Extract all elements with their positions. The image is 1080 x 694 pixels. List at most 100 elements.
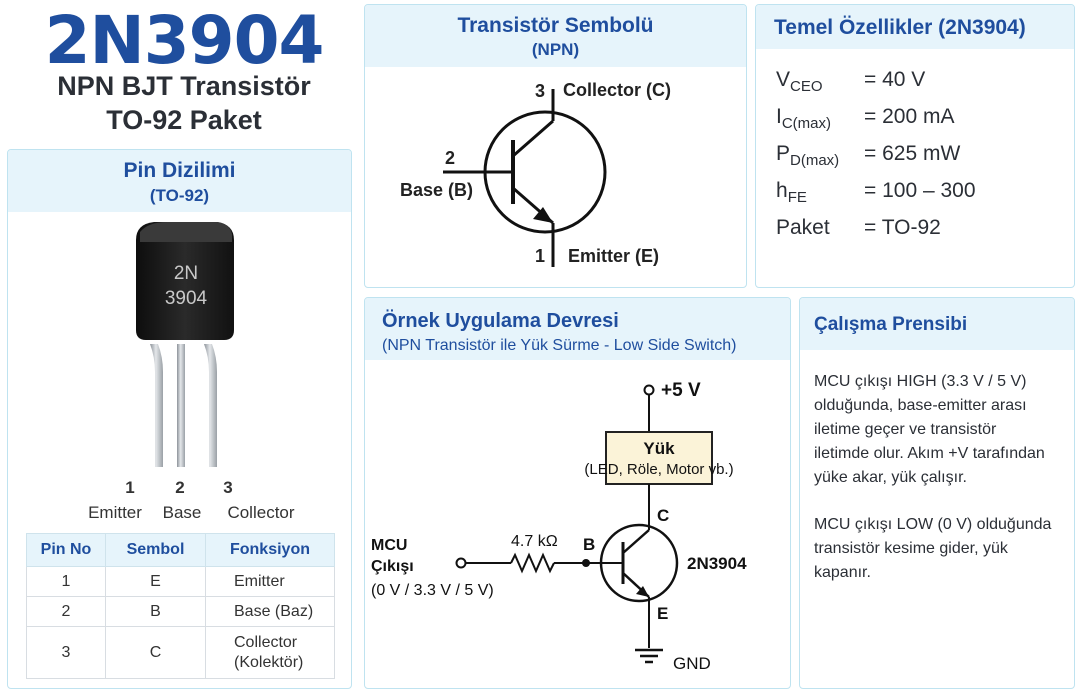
spec-value: = 100 – 300 [864,179,976,202]
emitter-arrow [533,207,553,223]
principle-line: kapanır. [814,564,871,581]
principle-panel-title: Çalışma Prensibi [814,314,968,335]
collector-label: Collector (C) [563,80,671,100]
pin-table-header-symbol: Sembol [105,533,206,567]
collector-diagonal [512,119,554,158]
pin-number: 3 [26,626,106,679]
spec-symbol: P [776,142,791,165]
circuit-collector-diagonal [622,529,650,554]
load-description: (LED, Röle, Motor vb.) [584,461,733,478]
spec-subscript: FE [787,189,807,207]
table-row: 3 C Collector (Kolektör) [26,626,335,679]
circuit-panel-title: Örnek Uygulama Devresi [382,310,619,332]
principle-line: iletime geçer ve transistör [814,421,997,438]
principle-paragraph-high: MCU çıkışı HIGH (3.3 V / 5 V) olduğunda,… [814,370,1045,490]
spec-subscript: CEO [790,78,823,96]
spec-symbol: h [776,179,788,202]
table-row: 1 E Emitter [26,566,335,597]
transistor-body [136,222,234,340]
collector-leg [204,344,217,467]
spec-value: = 40 V [864,68,926,91]
base-junction-dot [582,559,590,567]
leg-number-1: 1 [125,478,135,497]
input-label-line2: Çıkışı [371,558,414,575]
leg-name-emitter: Emitter [88,503,142,522]
pinout-panel-subtitle: (TO-92) [149,186,210,205]
pin-function-line2: (Kolektör) [234,653,304,671]
principle-line: transistör kesime gider, yük [814,540,1008,557]
base-leg [177,344,185,467]
package-marking-line2: 3904 [165,288,208,309]
pinout-panel-title: Pin Dizilimi [123,159,236,182]
transistor-top [140,222,232,242]
symbol-panel-header [365,5,746,67]
leg-name-collector: Collector [227,503,295,522]
circuit-panel: Örnek Uygulama Devresi (NPN Transistör i… [364,297,791,689]
to92-package-illustration: 2N 3904 [136,222,234,467]
part-type-title: NPN BJT Transistör [57,71,311,101]
principle-line: olduğunda, base-emitter arası [814,397,1027,414]
low-side-switch-circuit: +5 V Yük (LED, Röle, Motor vb.) C 2N3904… [371,380,747,673]
circuit-emitter-arrow [636,586,649,597]
supply-terminal [643,384,655,396]
spec-vceo: VCEO = 40 V [776,68,925,96]
principle-line: iletimde olur. Akım +V tarafından [814,445,1045,462]
principle-panel-header [800,298,1074,350]
emitter-label: Emitter (E) [568,246,659,266]
principle-paragraph-low: MCU çıkışı LOW (0 V) olduğunda transistö… [814,513,1051,585]
ground-label: GND [673,654,711,673]
pin-symbol: C [105,626,206,679]
spec-package: Paket = TO-92 [776,216,941,240]
spec-ic-max: IC(max) = 200 mA [776,105,954,133]
spec-subscript: C(max) [781,115,832,133]
pin-table-header-pin: Pin No [26,533,106,567]
part-number-title: 2N3904 [44,2,325,79]
collector-node-label: C [657,506,669,525]
base-label: Base (B) [400,180,473,200]
package-marking-line1: 2N [174,263,198,284]
spec-pd-max: PD(max) = 625 mW [776,142,960,169]
spec-value: = 200 mA [864,105,955,128]
symbol-panel-title: Transistör Sembolü [457,14,654,37]
pinout-panel: Pin Dizilimi (TO-92) 2N 3904 1 2 3 Emitt… [7,149,352,689]
leg-number-2: 2 [175,478,185,497]
pin-function-line1: Collector [234,633,298,651]
emitter-node-label: E [657,604,668,623]
input-levels: (0 V / 3.3 V / 5 V) [371,582,494,599]
principle-line: MCU çıkışı HIGH (3.3 V / 5 V) [814,373,1027,390]
pin-symbol: E [105,566,206,597]
load-box [605,431,713,485]
base-resistor [510,552,555,574]
npn-symbol: 3 Collector (C) 2 Base (B) 1 Emitter (E) [400,80,671,267]
spec-symbol: Paket [776,216,830,239]
pin-number: 1 [26,566,106,597]
principle-line: yüke akar, yük çalışır. [814,469,967,486]
principle-panel: Çalışma Prensibi MCU çıkışı HIGH (3.3 V … [799,297,1075,689]
circuit-panel-subtitle: (NPN Transistör ile Yük Sürme - Low Side… [382,337,737,354]
pin-number: 2 [26,596,106,627]
collector-pin-number: 3 [535,81,545,101]
resistor-label: 4.7 kΩ [511,533,558,550]
spec-hfe: hFE = 100 – 300 [776,179,976,207]
pin-function: Collector (Kolektör) [205,626,335,679]
pin-function: Base (Baz) [205,596,335,627]
spec-symbol: I [776,105,782,128]
specs-panel-title: Temel Özellikler (2N3904) [774,16,1026,39]
symbol-panel-subtitle: (NPN) [531,40,580,59]
specs-panel-header [756,5,1074,49]
base-pin-number: 2 [445,148,455,168]
symbol-panel: Transistör Sembolü (NPN) 3 Collector (C)… [364,4,747,288]
leg-name-base: Base [162,503,202,522]
supply-label: +5 V [661,380,701,401]
input-terminal [455,557,467,569]
principle-line: MCU çıkışı LOW (0 V) olduğunda [814,516,1052,533]
pin-table-header-function: Fonksiyon [205,533,335,567]
emitter-pin-number: 1 [535,246,545,266]
circuit-panel-header [365,298,790,360]
pin-symbol: B [105,596,206,627]
spec-value: = TO-92 [864,216,941,239]
input-label-line1: MCU [371,537,407,554]
spec-symbol: V [776,68,791,91]
spec-value: = 625 mW [864,142,961,165]
table-row: 2 B Base (Baz) [26,596,335,627]
